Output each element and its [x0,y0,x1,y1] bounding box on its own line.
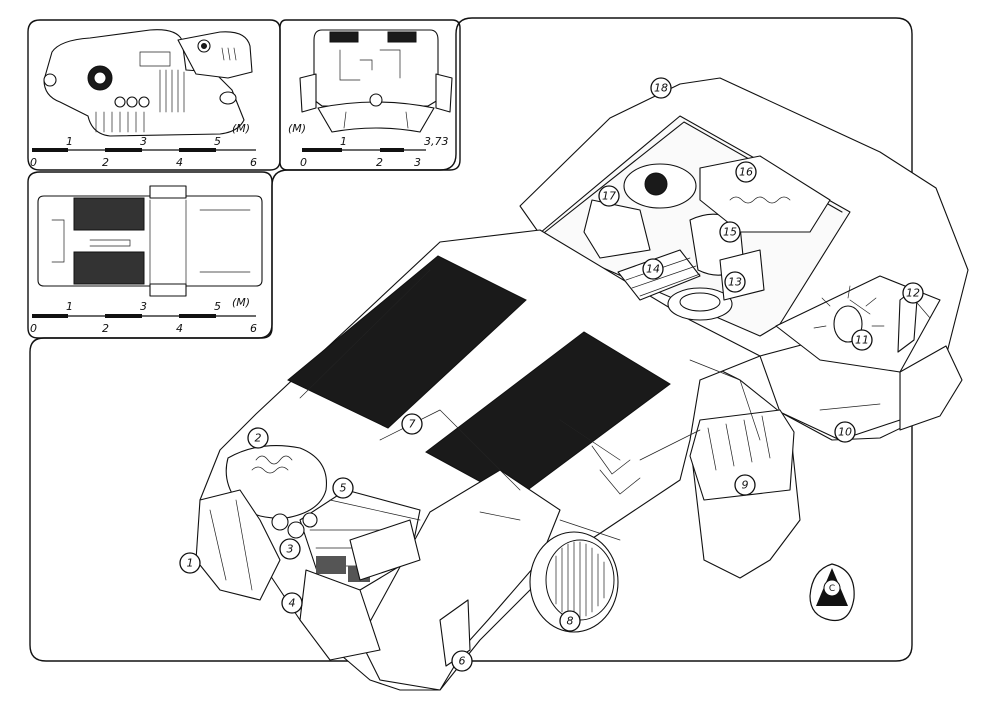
callout-number: 7 [409,418,416,431]
side-view-scale: 1 3 5 0 2 4 6 (M) [30,122,257,169]
engine-bay-internals [583,155,831,321]
side-scale-label-2: 2 [102,156,109,169]
emblem-letter: C [829,584,835,594]
front-scale-label-2: 2 [376,156,383,169]
top-scale-label-0: 0 [30,322,37,335]
callout-number: 1 [187,557,194,570]
callout-10: 10 [834,421,856,443]
callout-13: 13 [724,271,746,293]
front-scale-label-0: 0 [300,156,307,169]
callout-6: 6 [451,650,473,672]
callout-16: 16 [735,161,757,183]
front-scale-label-1: 1 [340,135,347,148]
front-scale-extra: 3,73 [424,135,449,148]
callout-2: 2 [247,427,269,449]
callout-number: 9 [742,479,749,492]
front-view-scale: 1 0 2 3 3,73 (M) [288,122,449,169]
side-scale-label-6: 6 [250,156,257,169]
callout-number: 10 [838,426,852,439]
callout-7: 7 [401,413,423,435]
callout-3: 3 [279,538,301,560]
callout-8: 8 [559,610,581,632]
callout-12: 12 [902,282,924,304]
front-scale-unit: (M) [288,122,306,135]
front-equipment [195,445,421,661]
callout-15: 15 [719,221,741,243]
callout-number: 2 [255,432,262,445]
front-scale-label-3: 3 [414,156,421,169]
side-scale-label-1: 1 [66,135,73,148]
top-view-inset-frame [27,171,273,339]
callout-5: 5 [332,477,354,499]
callout-number: 11 [855,334,869,347]
callout-18: 18 [650,77,672,99]
top-view-scale: 1 3 5 0 2 4 6 (M) [30,296,257,335]
callout-1: 1 [179,552,201,574]
callout-number: 18 [654,82,668,95]
top-scale-label-1: 1 [66,300,73,313]
callout-number: 14 [646,263,660,276]
vehicle-cutaway [195,77,969,691]
front-view-sketch [299,29,453,133]
callout-number: 12 [906,287,920,300]
callout-number: 13 [728,276,742,289]
callout-number: 5 [340,482,347,495]
callout-number: 6 [459,655,466,668]
top-view-sketch [37,185,263,297]
front-view-inset-frame [279,19,461,171]
side-view-sketch [43,29,253,137]
top-scale-label-3: 3 [140,300,147,313]
publisher-emblem: C [809,563,855,622]
top-scale-label-4: 4 [176,322,183,335]
top-scale-unit: (M) [232,296,250,309]
callout-number: 3 [287,543,294,556]
callout-11: 11 [851,329,873,351]
side-scale-label-3: 3 [140,135,147,148]
callout-number: 15 [723,226,737,239]
top-scale-label-2: 2 [102,322,109,335]
roof-hatch-left [287,255,527,429]
side-scale-label-4: 4 [176,156,183,169]
callout-number: 16 [739,166,753,179]
top-scale-label-5: 5 [214,300,221,313]
callout-17: 17 [598,185,620,207]
callout-14: 14 [642,258,664,280]
side-scale-unit: (M) [232,122,250,135]
callout-number: 17 [602,190,616,203]
callout-number: 8 [567,615,574,628]
callout-number: 4 [289,597,296,610]
side-scale-label-0: 0 [30,156,37,169]
callout-4: 4 [281,592,303,614]
side-view-inset-frame [27,19,281,171]
front-wheel [529,531,619,633]
side-scale-label-5: 5 [214,135,221,148]
callout-9: 9 [734,474,756,496]
top-scale-label-6: 6 [250,322,257,335]
